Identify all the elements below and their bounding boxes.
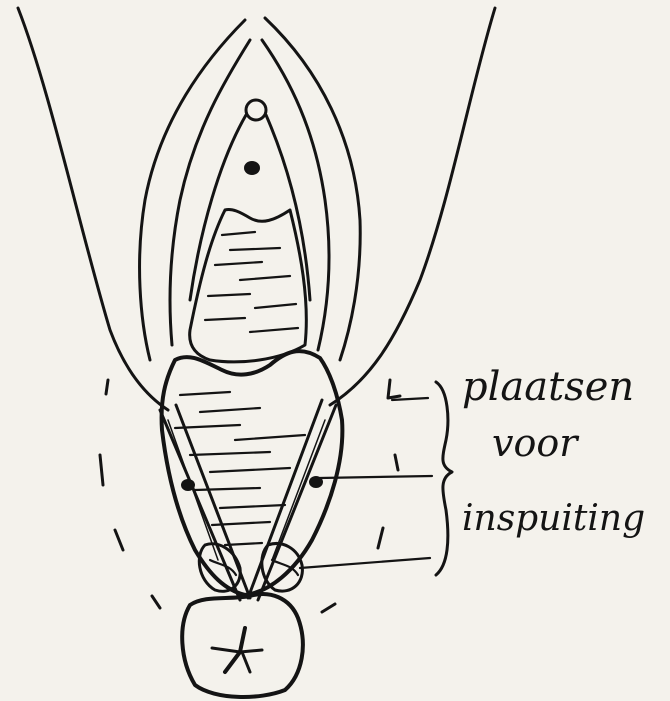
band-hatching <box>272 420 325 560</box>
striation <box>235 435 305 440</box>
ruga <box>208 294 250 296</box>
dash-mark <box>115 530 123 550</box>
striation <box>180 392 230 395</box>
right-outer-contour <box>330 8 495 405</box>
anal-fold <box>242 652 250 672</box>
anus <box>182 594 303 697</box>
muscle-bands <box>160 400 336 600</box>
left-outer-contour <box>18 8 168 410</box>
annotation-line-plaatsen: plaatsen <box>462 364 634 410</box>
leader-line-upper <box>392 398 428 400</box>
vaginal-opening <box>190 209 307 361</box>
annotation-line-inspuiting: inspuiting <box>462 498 645 539</box>
ruga <box>250 328 298 332</box>
perineum <box>162 351 343 595</box>
inner-lines <box>190 115 310 300</box>
striation <box>190 452 270 455</box>
urethral-opening <box>244 161 260 175</box>
left-labium-minus <box>170 40 250 345</box>
dash-mark <box>388 380 400 398</box>
striation <box>200 408 260 412</box>
outer-contours <box>18 8 495 410</box>
ruga <box>205 318 245 320</box>
right-band-inner <box>248 400 322 598</box>
leader-line-lower <box>300 558 430 568</box>
injection-point-left <box>181 479 195 491</box>
perineal-body-outline <box>162 351 343 595</box>
striation <box>210 468 290 472</box>
ruga <box>215 262 262 265</box>
dash-mark <box>152 596 160 608</box>
striation <box>220 505 285 508</box>
ruga <box>222 232 255 235</box>
right-knot <box>262 544 303 592</box>
dashed-marks <box>100 380 400 612</box>
annotation-line-voor: voor <box>492 421 580 465</box>
dash-mark <box>378 528 383 548</box>
dash-mark <box>395 455 398 470</box>
annotation: plaatsen voor inspuiting <box>462 364 645 539</box>
dash-mark <box>106 380 108 394</box>
ruga <box>255 304 296 308</box>
clitoris <box>246 100 266 120</box>
anal-fold <box>212 648 240 652</box>
right-band-outer <box>258 405 336 600</box>
dash-mark <box>100 455 103 485</box>
curly-brace <box>436 382 452 575</box>
ruga <box>230 248 280 250</box>
left-labium-majus <box>140 20 245 360</box>
ruga <box>240 276 290 280</box>
dash-mark <box>322 604 335 612</box>
striation <box>195 488 260 490</box>
